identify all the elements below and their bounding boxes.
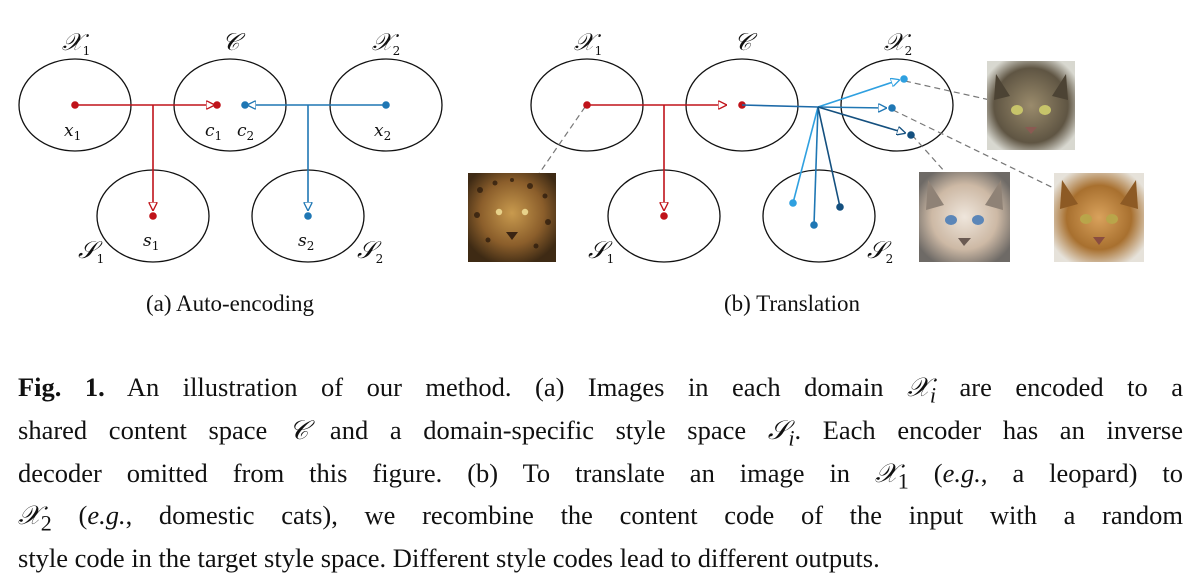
decode-arrow-3 [817, 106, 905, 133]
subfigure-a: 𝒳1 𝒞 𝒳2 𝒮1 𝒮2 x1 c1 c2 x2 s1 s2 (a) Auto… [18, 28, 443, 316]
subfigure-b: 𝒳1 𝒞 𝒳2 𝒮1 𝒮2 [468, 28, 1144, 316]
point-c1 [213, 101, 221, 109]
style-sample-line-3 [817, 106, 841, 208]
orange-tabby-cat-image [1054, 173, 1144, 262]
output-point-1 [900, 75, 908, 83]
output-point-3 [907, 131, 915, 139]
subcaption-b: (b) Translation [724, 291, 861, 316]
siamese-cat-image [919, 172, 1010, 262]
figure-label: Fig. 1. [18, 372, 105, 402]
label-c: 𝒞 [222, 28, 246, 56]
decode-arrow-1 [817, 80, 899, 108]
caption-line-1: Fig. 1. An illustration of our method. (… [18, 372, 1183, 408]
connector-cat3 [892, 109, 1071, 197]
point-x2 [382, 101, 390, 109]
style-sample-2 [810, 221, 818, 229]
label-point-c1: c1 [205, 121, 222, 143]
label-x1: 𝒳1 [62, 28, 90, 58]
label-point-x1: x1 [64, 121, 81, 143]
style-sample-line-1 [792, 106, 819, 204]
point-c2 [241, 101, 249, 109]
caption-line-4: 𝒳2 (e.g., domestic cats), we recombine t… [18, 500, 1183, 536]
content-to-decoder-line [741, 104, 819, 108]
label-s2: 𝒮2 [357, 236, 383, 266]
caption-line-2: shared content space 𝒞 and a domain-spec… [18, 414, 1183, 451]
decode-arrow-2 [817, 107, 886, 108]
point-x1 [71, 101, 79, 109]
label-x1-b: 𝒳1 [574, 28, 602, 58]
output-point-2 [888, 104, 896, 112]
label-x2: 𝒳2 [372, 28, 400, 58]
figure-caption: Fig. 1. An illustration of our method. (… [18, 370, 1183, 577]
point-s1-b [660, 212, 668, 220]
label-s2-b: 𝒮2 [867, 236, 893, 266]
style-sample-3 [836, 203, 844, 211]
caption-line-3: decoder omitted from this figure. (b) To… [18, 457, 1183, 493]
caption-line-5: style code in the target style space. Di… [18, 543, 880, 574]
label-point-s1: s1 [143, 231, 159, 253]
space-s2-ellipse-b [762, 169, 876, 263]
connector-cat1 [904, 80, 991, 101]
label-s1: 𝒮1 [78, 236, 104, 266]
label-point-s2: s2 [298, 231, 314, 253]
label-point-c2: c2 [237, 121, 254, 143]
subcaption-a: (a) Auto-encoding [146, 291, 314, 316]
connector-cat2 [911, 134, 946, 173]
label-point-x2: x2 [374, 121, 391, 143]
label-s1-b: 𝒮1 [588, 236, 614, 266]
space-x2-ellipse-b [840, 58, 954, 152]
point-x1-b [583, 101, 591, 109]
tabby-cat-image [987, 61, 1075, 150]
leopard-image [468, 173, 556, 262]
point-s2 [304, 212, 312, 220]
style-sample-1 [789, 199, 797, 207]
label-x2-b: 𝒳2 [884, 28, 912, 58]
style-sample-line-2 [813, 106, 819, 226]
connector-leopard [535, 106, 586, 179]
method-illustration-figure: 𝒳1 𝒞 𝒳2 𝒮1 𝒮2 x1 c1 c2 x2 s1 s2 (a) Auto… [18, 28, 1144, 316]
point-s1 [149, 212, 157, 220]
label-c-b: 𝒞 [734, 28, 758, 56]
